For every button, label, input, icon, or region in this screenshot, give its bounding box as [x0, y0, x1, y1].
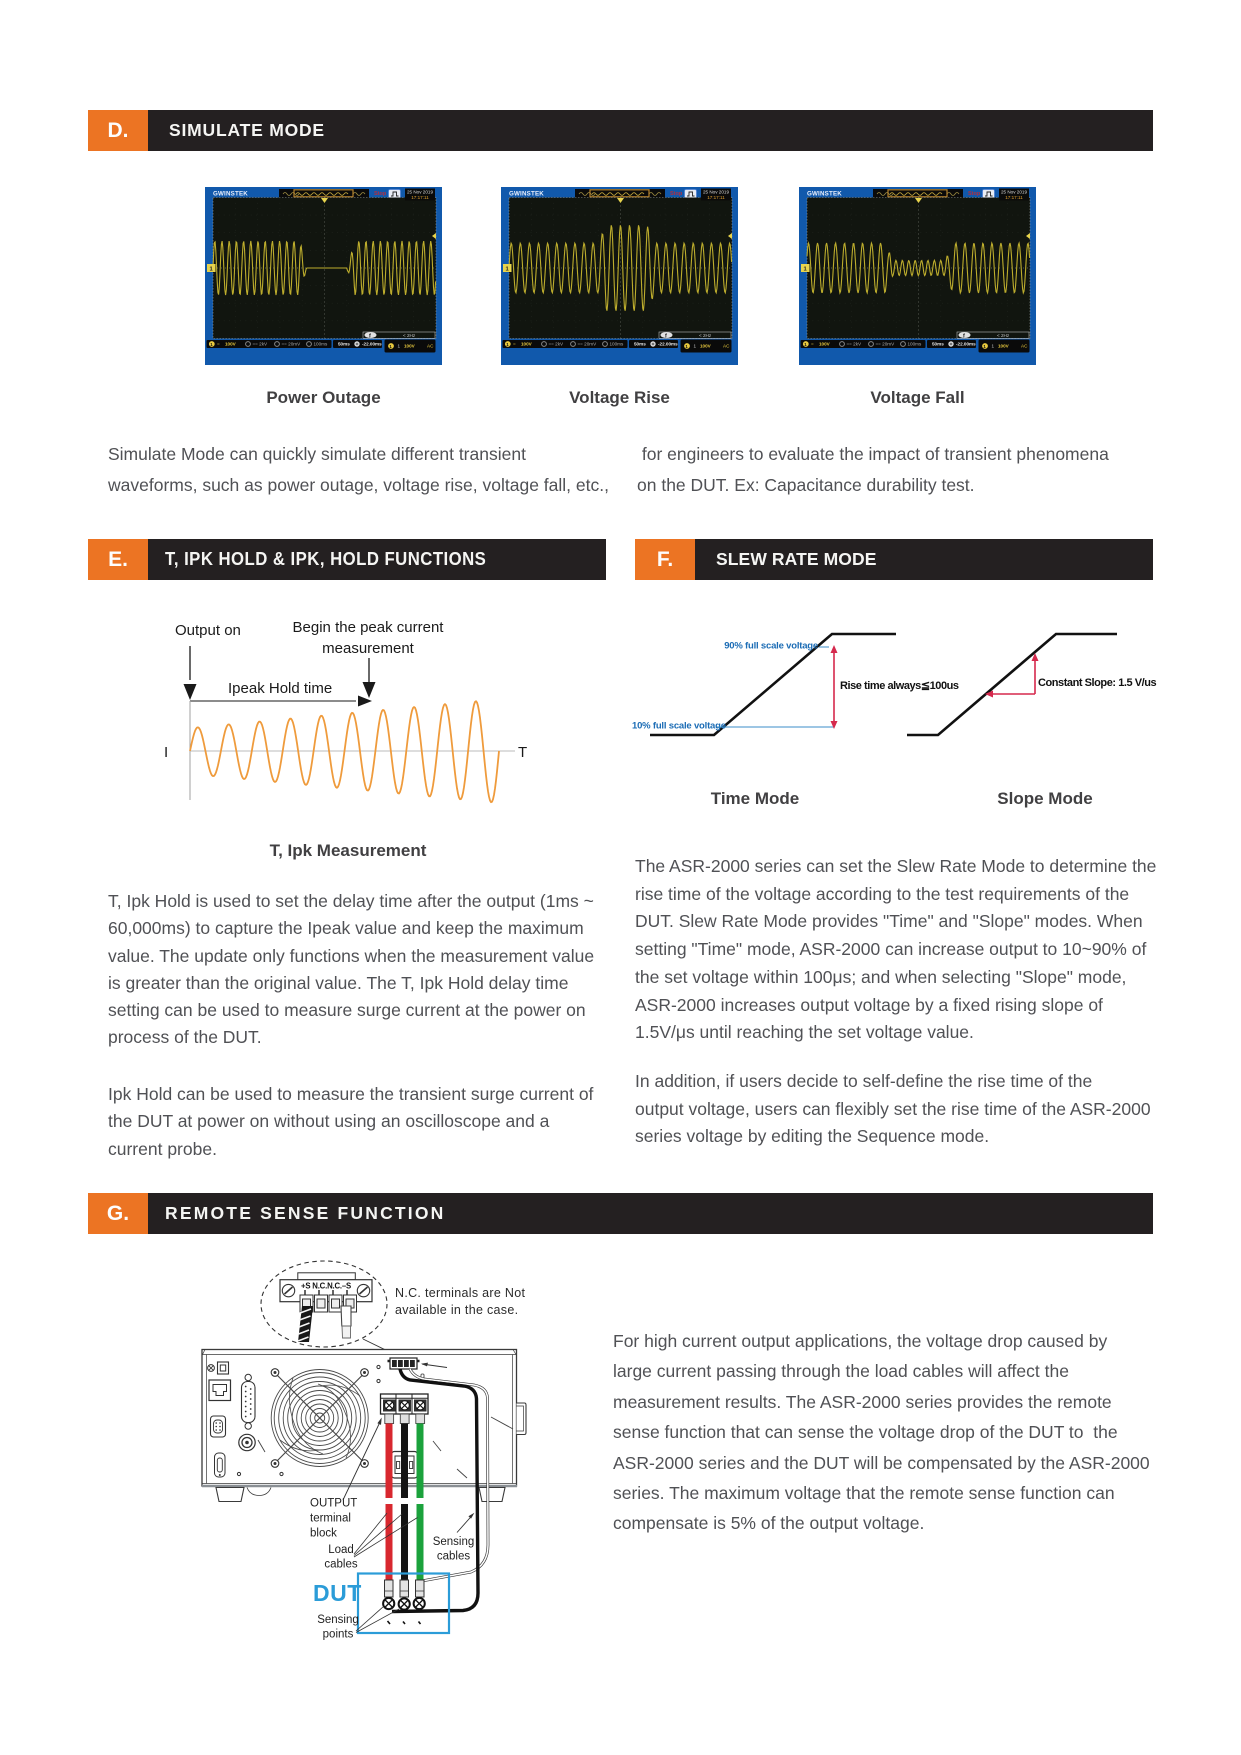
svg-text:terminal: terminal	[310, 1513, 351, 1525]
svg-text:100V: 100V	[521, 342, 533, 347]
svg-text:OUTPUT: OUTPUT	[310, 1498, 357, 1510]
svg-text:Stop: Stop	[374, 191, 387, 197]
svg-text:T: T	[518, 744, 527, 761]
svg-text:< 2Hz: < 2Hz	[699, 333, 712, 338]
svg-text:Stop: Stop	[670, 191, 683, 197]
svg-text:Begin the peak current: Begin the peak current	[293, 619, 445, 636]
svg-text:50ms: 50ms	[932, 342, 944, 347]
svg-text:Output on: Output on	[175, 622, 241, 639]
svg-text:25 Nov 2019: 25 Nov 2019	[407, 189, 433, 194]
svg-text:1: 1	[992, 344, 995, 349]
svg-text:1: 1	[983, 344, 986, 349]
svg-text:f: f	[963, 333, 965, 339]
svg-text:25 Nov 2019: 25 Nov 2019	[703, 189, 729, 194]
svg-text:Sensing: Sensing	[317, 1614, 359, 1626]
svg-text:f: f	[665, 333, 667, 339]
svg-text:GWINSTEK: GWINSTEK	[807, 191, 842, 198]
svg-text:available in the case.: available in the case.	[395, 1303, 518, 1317]
svg-text:cables: cables	[437, 1551, 470, 1563]
svg-text:AC: AC	[1021, 344, 1028, 349]
svg-text:100V: 100V	[404, 344, 416, 349]
svg-text:AC: AC	[427, 344, 434, 349]
svg-text:points: points	[323, 1629, 354, 1641]
svg-text:1: 1	[389, 344, 392, 349]
svg-text:1: 1	[210, 266, 214, 272]
svg-text:1: 1	[506, 342, 509, 347]
svg-text:50ms: 50ms	[634, 342, 646, 347]
svg-text:Stop: Stop	[968, 191, 981, 197]
svg-text:1: 1	[398, 344, 401, 349]
svg-text:GWINSTEK: GWINSTEK	[509, 191, 544, 198]
svg-text:Sensing: Sensing	[433, 1536, 475, 1548]
svg-text:I: I	[164, 744, 168, 761]
svg-text:-22.00ms: -22.00ms	[658, 342, 678, 347]
svg-text:Load: Load	[328, 1544, 354, 1556]
svg-text:N.C. terminals are Not: N.C. terminals are Not	[395, 1286, 525, 1300]
svg-text:1: 1	[804, 266, 808, 272]
svg-text:== 20mV: == 20mV	[282, 342, 302, 347]
svg-text:f: f	[369, 333, 371, 339]
svg-text:Rise time always≦100us: Rise time always≦100us	[840, 680, 959, 692]
svg-text:50ms: 50ms	[338, 342, 350, 347]
svg-text:100ms: 100ms	[908, 342, 922, 347]
svg-text:1: 1	[804, 342, 807, 347]
svg-text:Constant Slope: 1.5 V/us: Constant Slope: 1.5 V/us	[1038, 677, 1156, 689]
svg-text:100V: 100V	[819, 342, 831, 347]
svg-text:cables: cables	[324, 1559, 357, 1571]
svg-text:17:17:11: 17:17:11	[1005, 195, 1023, 200]
svg-text:100V: 100V	[225, 342, 237, 347]
svg-text:== 20mV: == 20mV	[578, 342, 598, 347]
svg-text:GWINSTEK: GWINSTEK	[213, 191, 248, 198]
svg-text:90% full scale voltage: 90% full scale voltage	[724, 641, 818, 652]
svg-text:+S N.C.N.C.–S: +S N.C.N.C.–S	[301, 1282, 351, 1291]
svg-text:measurement: measurement	[322, 640, 415, 657]
svg-text:1: 1	[506, 266, 510, 272]
svg-text:=: =	[811, 342, 814, 347]
svg-text:DUT: DUT	[313, 1580, 362, 1606]
svg-text:== 2kV: == 2kV	[253, 342, 268, 347]
svg-text:< 2Hz: < 2Hz	[997, 333, 1010, 338]
svg-text:=: =	[513, 342, 516, 347]
svg-text:< 2Hz: < 2Hz	[403, 333, 416, 338]
svg-text:100V: 100V	[998, 344, 1010, 349]
svg-text:17:17:11: 17:17:11	[411, 195, 429, 200]
svg-text:== 2kV: == 2kV	[847, 342, 862, 347]
svg-text:Ipeak Hold time: Ipeak Hold time	[228, 680, 332, 697]
svg-text:== 20mV: == 20mV	[876, 342, 896, 347]
svg-text:17:17:11: 17:17:11	[707, 195, 725, 200]
svg-text:== 2kV: == 2kV	[549, 342, 564, 347]
svg-text:=: =	[217, 342, 220, 347]
svg-text:block: block	[310, 1528, 337, 1540]
svg-text:10% full scale voltage: 10% full scale voltage	[632, 721, 726, 732]
svg-text:AC: AC	[723, 344, 730, 349]
svg-text:1: 1	[685, 344, 688, 349]
svg-text:1: 1	[694, 344, 697, 349]
svg-text:1: 1	[210, 342, 213, 347]
svg-text:25 Nov 2019: 25 Nov 2019	[1001, 189, 1027, 194]
svg-text:100ms: 100ms	[610, 342, 624, 347]
svg-text:-22.00ms: -22.00ms	[956, 342, 976, 347]
svg-text:100V: 100V	[700, 344, 712, 349]
svg-text:-22.00ms: -22.00ms	[362, 342, 382, 347]
svg-text:100ms: 100ms	[314, 342, 328, 347]
